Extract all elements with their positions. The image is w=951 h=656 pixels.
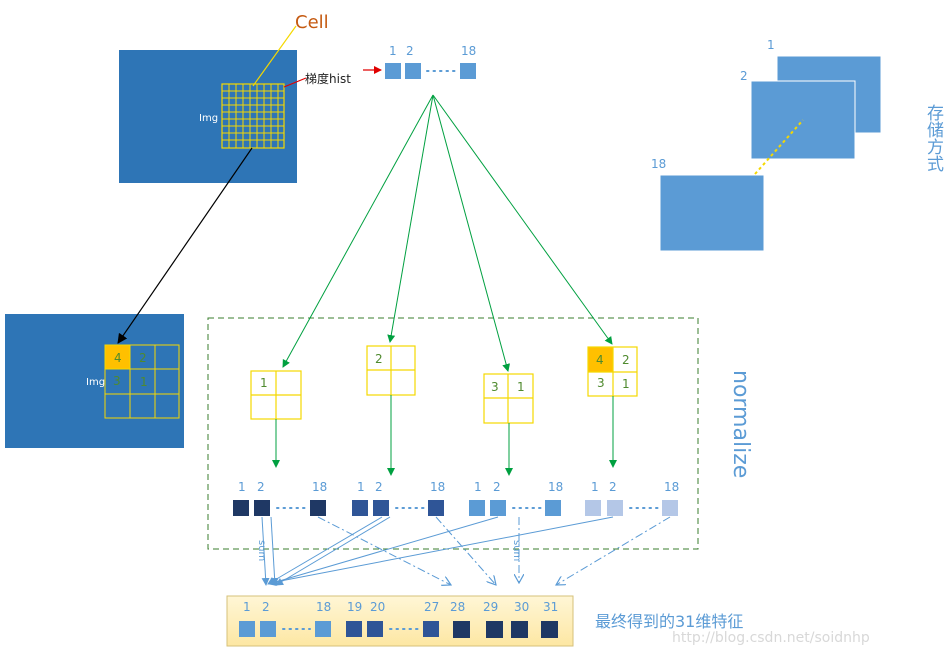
- final-label-28: 28: [450, 600, 465, 614]
- row2-label-18: 18: [430, 480, 445, 494]
- top-image-label: Img: [199, 113, 218, 124]
- final-label-18: 18: [316, 600, 331, 614]
- green-down-arrows: [272, 395, 617, 476]
- block-4: 4 2 3 1: [587, 346, 638, 397]
- block-1: 1: [250, 370, 302, 420]
- sum-label-left: sum: [256, 540, 267, 561]
- final-label-29: 29: [483, 600, 498, 614]
- final-label-2: 2: [262, 600, 270, 614]
- row2-label-2: 2: [375, 480, 383, 494]
- row4-label-2: 2: [609, 480, 617, 494]
- bottom-grid-cell-3: 3: [113, 374, 121, 388]
- normalize-label: normalize: [728, 370, 753, 478]
- block-4-cell-4: 4: [596, 353, 604, 367]
- block-3: 3 1: [483, 373, 534, 424]
- row1-label-1: 1: [238, 480, 246, 494]
- row3-label-1: 1: [474, 480, 482, 494]
- cell-pointer-line: [252, 25, 297, 87]
- final-label-31: 31: [543, 600, 558, 614]
- top-bin-label-1: 1: [389, 44, 397, 58]
- normalize-box: [207, 317, 699, 550]
- final-label-30: 30: [514, 600, 529, 614]
- block-4-cell-1: 1: [622, 377, 630, 391]
- cell-grid-frame: [221, 83, 285, 149]
- row1-label-18: 18: [312, 480, 327, 494]
- top-bin-label-2: 2: [406, 44, 414, 58]
- top-bin-2: [405, 63, 421, 79]
- storage-stack: 1 2 18: [651, 38, 882, 252]
- stack-layer-18: [659, 174, 765, 252]
- row3-label-2: 2: [493, 480, 501, 494]
- final-label-27: 27: [424, 600, 439, 614]
- bin-row-1: 1 2 18: [233, 480, 327, 516]
- block-1-cell: 1: [260, 376, 268, 390]
- cell-to-block-arrow: [117, 147, 253, 344]
- block-4-cell-2: 2: [622, 353, 630, 367]
- bottom-grid-cell-4: 4: [114, 351, 122, 365]
- bin-row-2: 1 2 18: [352, 480, 445, 516]
- block-2-cell: 2: [375, 352, 383, 366]
- top-bin-1: [385, 63, 401, 79]
- final-label-19: 19: [347, 600, 362, 614]
- sum-arrows: [261, 516, 614, 586]
- green-distribution-arrows: [282, 94, 613, 372]
- top-bin-18: [460, 63, 476, 79]
- top-image-group: Img Cell 梯度hist: [119, 12, 382, 183]
- bottom-grid-cell-1: 1: [140, 375, 148, 389]
- hist-pointer-line: [283, 77, 307, 88]
- bottom-image: [5, 314, 184, 448]
- stack-label-2: 2: [740, 69, 748, 83]
- top-image: [119, 50, 297, 183]
- block-2: 2: [366, 345, 416, 396]
- dashdot-arrows: [317, 516, 671, 585]
- bin-row-3: 1 2 18: [469, 480, 563, 516]
- stack-dotted-line: [754, 119, 804, 175]
- top-hist-bins: 1 2 18: [385, 44, 476, 79]
- row2-label-1: 1: [357, 480, 365, 494]
- block-4-cell-3: 3: [597, 376, 605, 390]
- row4-label-18: 18: [664, 480, 679, 494]
- storage-label: 存储方式: [923, 104, 944, 172]
- hist-label: 梯度hist: [305, 71, 351, 86]
- bottom-image-group: Img 4 2 3 1: [5, 314, 184, 448]
- cell-label: Cell: [295, 12, 329, 33]
- watermark: http://blog.csdn.net/soidnhp: [672, 630, 870, 646]
- row3-label-18: 18: [548, 480, 563, 494]
- stack-label-1: 1: [767, 38, 775, 52]
- block-3-cell-1: 1: [517, 380, 525, 394]
- bottom-grid-cell-2: 2: [139, 351, 147, 365]
- block-3-cell-3: 3: [491, 380, 499, 394]
- sum-label-right: sum: [511, 540, 522, 561]
- cell-grid-lines: [222, 84, 284, 148]
- stack-label-18: 18: [651, 157, 666, 171]
- row1-label-2: 2: [257, 480, 265, 494]
- final-feature-bar: 1 2 18 19 20 27 28 29 30 31: [226, 595, 574, 647]
- final-label-20: 20: [370, 600, 385, 614]
- bin-row-4: 1 2 18: [585, 480, 679, 516]
- bottom-grid-highlight: [105, 345, 130, 369]
- final-feature-label: 最终得到的31维特征: [595, 612, 743, 631]
- bottom-image-label: Img: [86, 377, 105, 388]
- top-bin-label-18: 18: [461, 44, 476, 58]
- final-label-1: 1: [243, 600, 251, 614]
- bottom-grid-lines: [104, 344, 180, 419]
- row4-label-1: 1: [591, 480, 599, 494]
